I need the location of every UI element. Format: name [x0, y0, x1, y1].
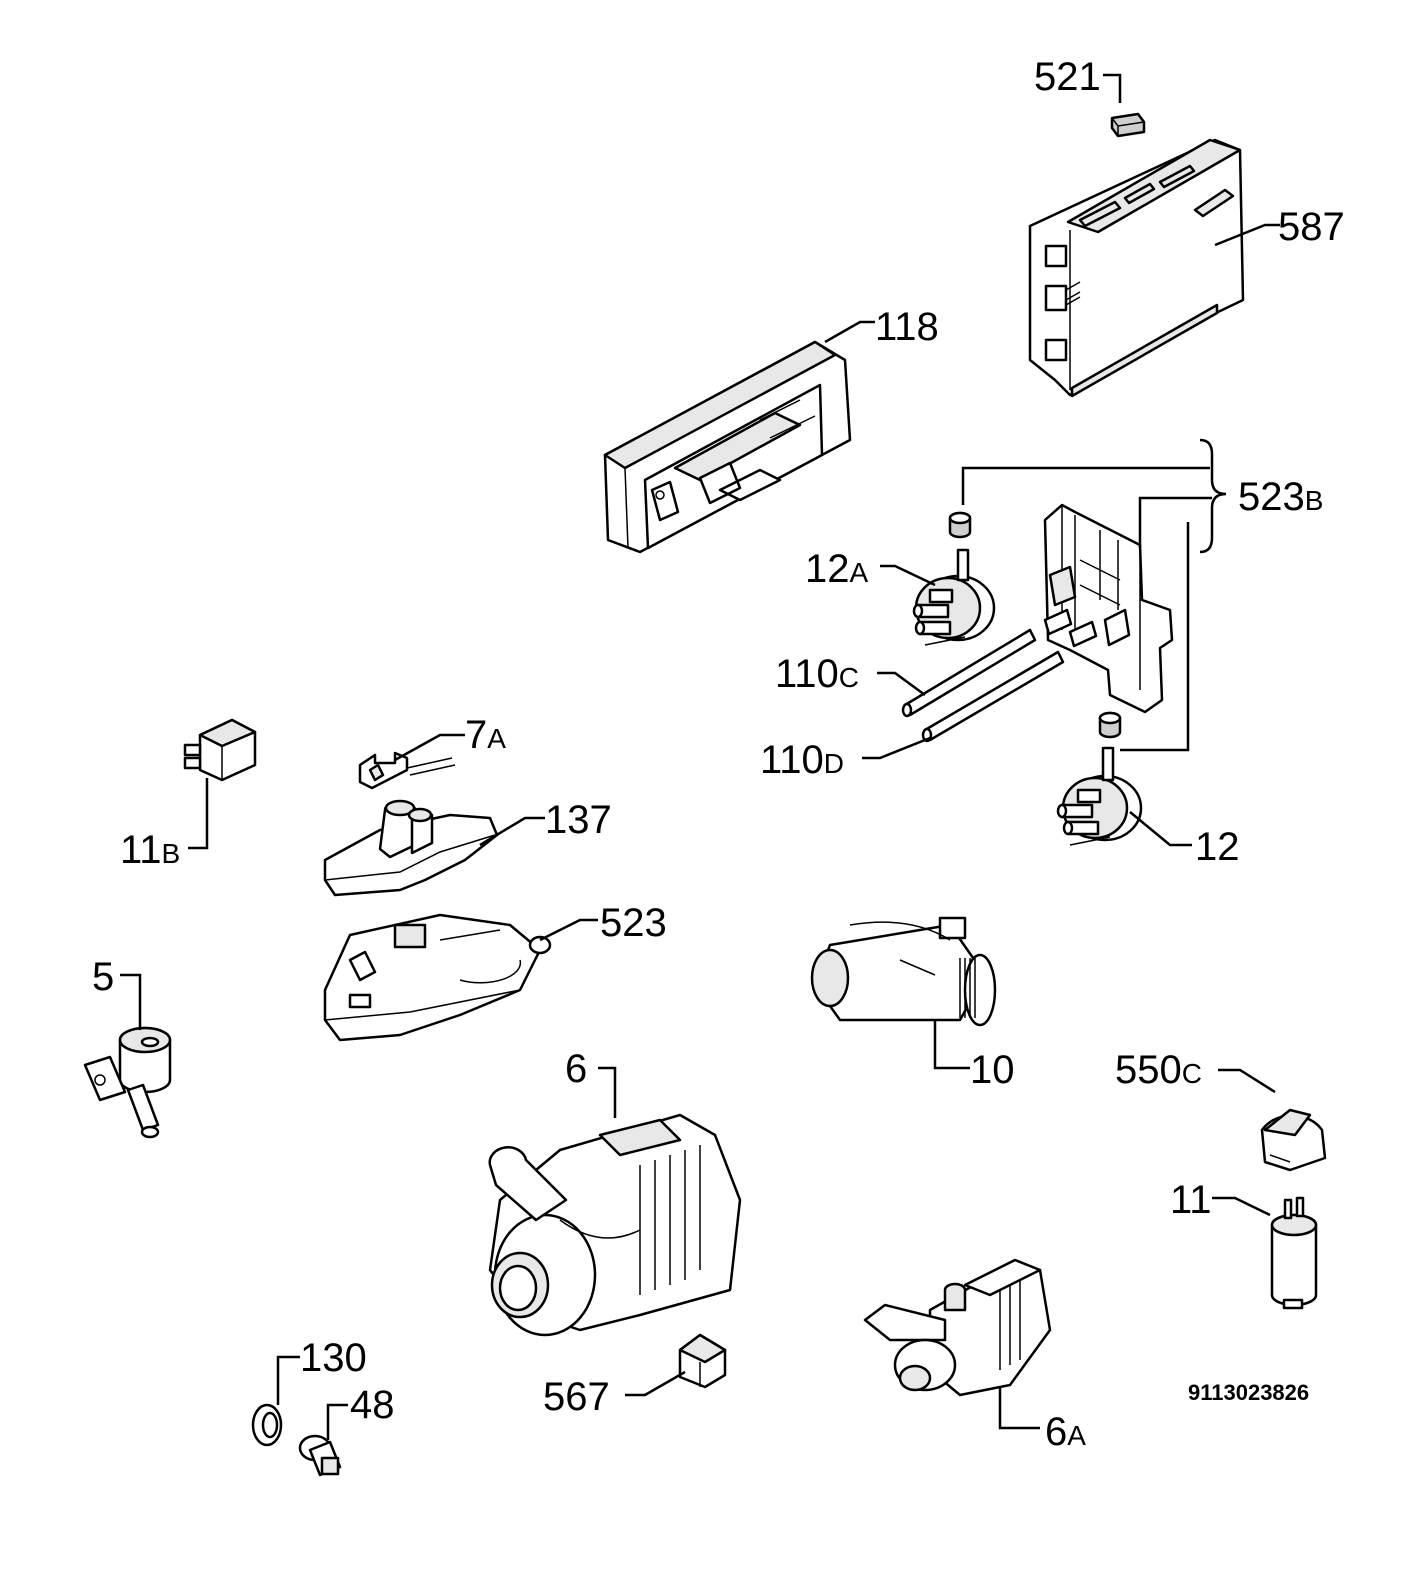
leader-137 — [479, 816, 545, 847]
part-587-electronic-module — [1028, 138, 1245, 398]
label-567: 567 — [543, 1375, 610, 1419]
leader-130 — [276, 1355, 300, 1405]
label-523B: 523B — [1238, 475, 1323, 519]
part-137-cover — [323, 799, 499, 897]
part-110C-hose — [901, 628, 1037, 718]
leader-110C — [877, 671, 926, 697]
label-550C-num: 550 — [1115, 1048, 1182, 1092]
label-11B-num: 11 — [120, 828, 162, 872]
part-12A-pressure-switch — [912, 548, 996, 646]
part-10-heater — [810, 916, 997, 1027]
label-5: 5 — [92, 955, 114, 999]
label-110C: 110C — [775, 652, 859, 696]
label-6A: 6A — [1045, 1410, 1086, 1454]
label-12A: 12A — [805, 547, 869, 591]
label-12A-num: 12 — [805, 547, 850, 591]
leader-10 — [933, 1020, 970, 1070]
label-130: 130 — [300, 1336, 367, 1380]
label-10: 10 — [970, 1048, 1015, 1092]
leader-48 — [326, 1403, 348, 1440]
brace-523B — [1199, 438, 1227, 554]
label-118: 118 — [875, 305, 939, 349]
leader-567 — [625, 1370, 686, 1397]
label-110D-suffix: D — [824, 748, 844, 779]
leader-12A — [880, 564, 936, 587]
label-12: 12 — [1195, 825, 1240, 869]
label-48: 48 — [350, 1383, 395, 1427]
leader-587 — [1214, 223, 1280, 247]
label-7A: 7A — [465, 713, 506, 757]
part-6A-drain-pump — [863, 1258, 1052, 1397]
label-110C-num: 110 — [775, 652, 839, 696]
label-6A-suffix: A — [1067, 1420, 1086, 1451]
label-7A-num: 7 — [465, 713, 487, 757]
label-523B-suffix: B — [1305, 485, 1324, 516]
label-137: 137 — [545, 798, 612, 842]
leader-523B — [961, 466, 1212, 752]
label-7A-suffix: A — [487, 723, 506, 754]
small-cap-lower — [1098, 711, 1122, 739]
label-523B-num: 523 — [1238, 475, 1305, 519]
leader-6A — [998, 1388, 1040, 1430]
part-11-capacitor — [1270, 1196, 1318, 1310]
label-521: 521 — [1034, 55, 1101, 99]
leader-6 — [598, 1066, 617, 1118]
label-6A-num: 6 — [1045, 1410, 1067, 1454]
leader-7A — [394, 733, 465, 762]
leader-11B — [188, 778, 209, 850]
leader-118 — [824, 320, 875, 344]
label-587: 587 — [1278, 205, 1345, 249]
label-110D-num: 110 — [760, 738, 824, 782]
label-6: 6 — [565, 1047, 587, 1091]
part-6-circulation-pump — [488, 1113, 742, 1337]
label-550C: 550C — [1115, 1048, 1202, 1092]
label-110C-suffix: C — [839, 662, 859, 693]
part-523B-bracket — [1043, 503, 1174, 714]
part-521 — [1110, 112, 1146, 138]
label-12A-suffix: A — [850, 557, 869, 588]
label-11B-suffix: B — [162, 838, 181, 869]
leader-550C — [1218, 1068, 1276, 1094]
part-523-pressure-chamber — [323, 913, 552, 1042]
document-id: 9113023826 — [1188, 1380, 1309, 1405]
part-118-panel — [603, 340, 852, 554]
part-7A-clip — [358, 751, 456, 790]
leader-5 — [120, 973, 142, 1030]
leader-110D — [862, 736, 931, 760]
leader-11 — [1212, 1196, 1271, 1217]
label-11B: 11B — [120, 828, 180, 872]
label-550C-suffix: C — [1182, 1058, 1202, 1089]
small-cap-upper — [948, 511, 972, 539]
part-11B-relay — [183, 718, 257, 782]
label-523: 523 — [600, 901, 667, 945]
leader-523 — [539, 918, 598, 942]
part-12-pressure-switch — [1056, 746, 1143, 846]
label-11: 11 — [1170, 1178, 1212, 1222]
leader-521 — [1103, 73, 1122, 103]
part-550C-cap — [1260, 1108, 1327, 1172]
leader-12 — [1129, 811, 1192, 847]
part-567-clip — [678, 1333, 727, 1389]
label-110D: 110D — [760, 738, 844, 782]
part-5-inlet-valve — [83, 1026, 172, 1139]
part-48-plug — [298, 1434, 342, 1477]
part-130-seal-ring — [251, 1403, 283, 1447]
part-110D-hose — [921, 650, 1065, 743]
